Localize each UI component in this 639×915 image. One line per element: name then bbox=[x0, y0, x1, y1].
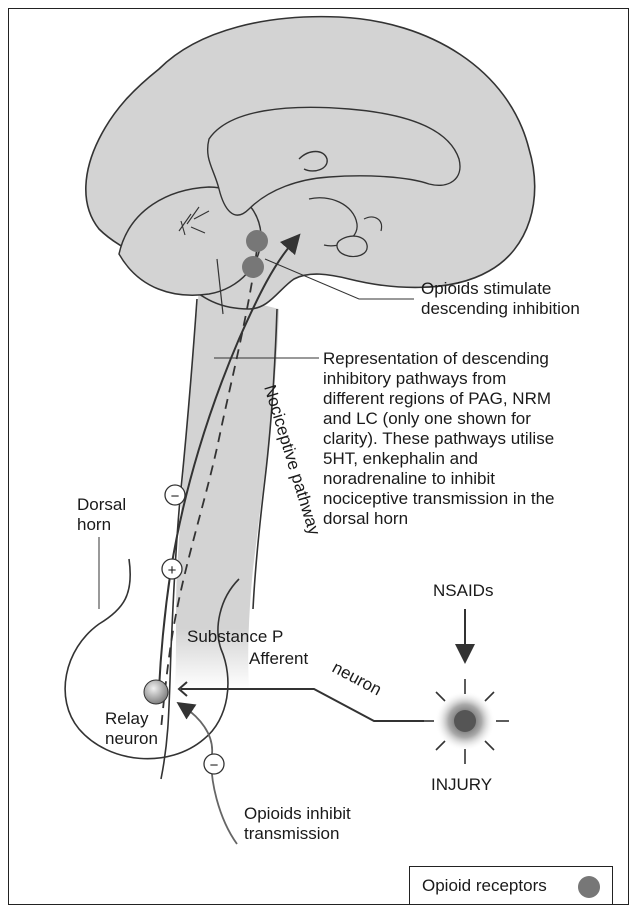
afferent-neuron-word: neuron bbox=[329, 658, 385, 700]
afferent-neuron-line bbox=[181, 689, 424, 721]
opioids-stimulate-label: Opioids stimulate descending inhibition bbox=[421, 279, 580, 319]
injury-label: INJURY bbox=[431, 775, 492, 795]
nociceptive-pathway-label: Nociceptive pathway bbox=[260, 383, 324, 538]
afferent-label: Afferent bbox=[249, 649, 308, 669]
plus-sign: + bbox=[168, 562, 177, 579]
pituitary bbox=[337, 236, 367, 256]
legend-label: Opioid receptors bbox=[422, 876, 547, 896]
minus-sign-lower: − bbox=[210, 757, 219, 774]
relay-neuron-body bbox=[144, 680, 168, 704]
legend-box: Opioid receptors bbox=[409, 866, 613, 905]
opioids-inhibit-label: Opioids inhibit transmission bbox=[244, 804, 351, 844]
dorsal-horn-label: Dorsal horn bbox=[77, 495, 126, 535]
opioid-receptor-lower bbox=[242, 256, 264, 278]
representation-label: Representation of descending inhibitory … bbox=[323, 349, 555, 529]
opioid-receptor-upper bbox=[246, 230, 268, 252]
minus-sign-upper: − bbox=[171, 488, 180, 505]
figure-frame: Nociceptive pathway neuron − + − Opioids… bbox=[8, 8, 629, 905]
injury-receptor bbox=[454, 710, 476, 732]
relay-neuron-label: Relay neuron bbox=[105, 709, 158, 749]
substance-p-label: Substance P bbox=[187, 627, 283, 647]
legend-opioid-receptor-icon bbox=[578, 876, 600, 898]
opioids-inhibit-arrow bbox=[184, 707, 237, 844]
nsaids-label: NSAIDs bbox=[433, 581, 493, 601]
